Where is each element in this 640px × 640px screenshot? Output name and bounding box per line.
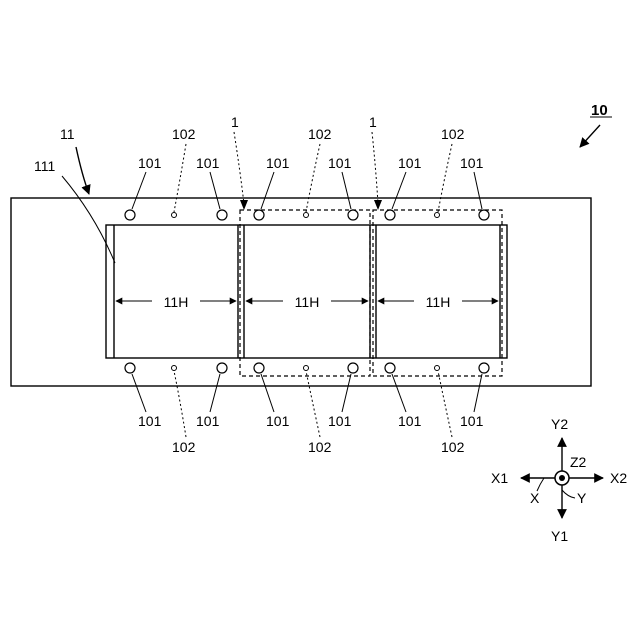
label-hole-101-bottom-4: 101 [328,413,352,429]
label-hole-101-bottom-1: 101 [138,413,162,429]
edge-leader-line [62,176,115,263]
hole-101-bottom-5 [385,363,395,373]
component-2-leader [372,132,378,204]
component-1-arrowhead [240,200,248,210]
leader-101-bottom-6 [474,374,482,412]
hole-101-bottom-6 [479,363,489,373]
hole-102-top-1 [172,213,177,218]
label-hole-101-top-5: 101 [398,155,422,171]
label-hole-101-top-1: 101 [138,155,162,171]
hole-101-top-2 [217,210,227,220]
label-pocket-width-1: 11H [164,294,189,310]
label-hole-101-top-4: 101 [328,155,352,171]
hole-101-top-4 [348,210,358,220]
hole-102-top-2 [304,213,309,218]
label-hole-101-top-2: 101 [196,155,220,171]
label-hole-102-bottom-1: 102 [172,439,196,455]
axis-y-leader [562,490,575,498]
leader-102-bottom-2 [306,371,320,437]
label-axis-y1: Y1 [551,528,568,544]
label-hole-101-bottom-6: 101 [460,413,484,429]
hole-102-top-3 [435,213,440,218]
label-axis-z2: Z2 [570,454,587,470]
leader-101-bottom-4 [342,374,351,412]
label-hole-101-top-6: 101 [460,155,484,171]
hole-102-bottom-2 [304,366,309,371]
label-component-1: 1 [231,114,239,130]
leader-101-top-5 [392,172,406,209]
leader-101-top-4 [342,172,351,209]
leader-101-top-6 [474,172,482,209]
label-component-2: 1 [369,114,377,130]
axis-x-leader [537,478,544,491]
hole-101-bottom-1 [125,363,135,373]
hole-102-bottom-3 [435,366,440,371]
label-hole-101-bottom-5: 101 [398,413,422,429]
hole-101-top-6 [479,210,489,220]
leader-101-top-1 [132,172,146,209]
label-assembly: 10 [591,102,608,119]
label-pocket-width-3: 11H [426,294,451,310]
leader-102-bottom-1 [174,371,186,437]
label-hole-102-top-2: 102 [308,126,332,142]
leader-101-bottom-1 [132,374,146,412]
label-axis-x: X [530,490,540,506]
assembly-leader-arrow [580,125,600,147]
leader-102-top-3 [438,144,452,212]
leader-101-bottom-3 [261,374,274,412]
hole-101-bottom-2 [217,363,227,373]
leader-102-bottom-3 [438,371,452,437]
label-hole-101-bottom-2: 101 [196,413,220,429]
coordinate-system: Y2 Y1 X1 X2 Z2 X Y [491,416,627,544]
leader-101-bottom-2 [210,374,220,412]
label-tape: 11 [60,126,75,142]
label-axis-y: Y [577,490,587,506]
label-hole-101-top-3: 101 [266,155,290,171]
leader-101-top-2 [210,172,220,209]
label-hole-101-bottom-3: 101 [266,413,290,429]
label-hole-102-top-1: 102 [172,126,196,142]
label-axis-y2: Y2 [551,416,568,432]
component-1-leader [234,132,244,204]
leader-102-top-2 [306,144,320,212]
axis-z2-dot [559,475,565,481]
hole-101-top-3 [254,210,264,220]
label-hole-102-top-3: 102 [441,126,465,142]
label-pocket-width-2: 11H [295,294,320,310]
label-axis-x2: X2 [610,470,627,486]
label-hole-102-bottom-2: 102 [308,439,332,455]
tape-leader-arrow [76,147,89,194]
hole-101-top-1 [125,210,135,220]
label-edge: 111 [34,158,55,174]
label-axis-x1: X1 [491,470,508,486]
hole-101-top-5 [385,210,395,220]
hole-101-bottom-3 [254,363,264,373]
label-hole-102-bottom-3: 102 [441,439,465,455]
leader-101-bottom-5 [392,374,406,412]
leader-102-top-1 [174,144,186,212]
component-2-arrowhead [374,200,382,210]
leader-101-top-3 [261,172,274,209]
hole-102-bottom-1 [172,366,177,371]
hole-101-bottom-4 [348,363,358,373]
